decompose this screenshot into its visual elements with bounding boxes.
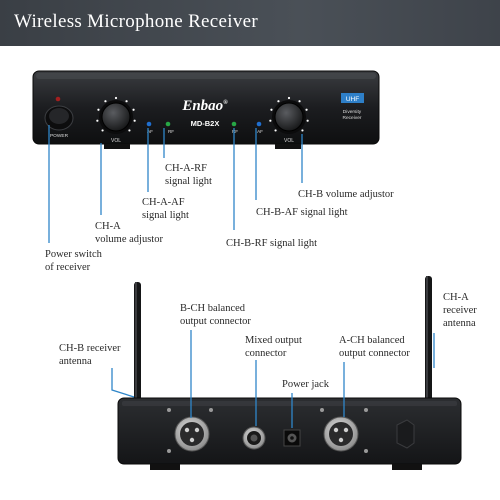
- callout-text: CH-B receiver: [59, 343, 121, 354]
- knob-tick: [114, 96, 118, 100]
- knob-tick: [133, 119, 136, 122]
- knob-tick: [128, 129, 131, 132]
- callout-text: CH-A: [443, 292, 469, 303]
- chb-volume-knob[interactable]: [269, 96, 309, 134]
- knob-tick: [96, 119, 99, 122]
- knob-tick: [298, 100, 301, 103]
- bch-xlr-connector[interactable]: [174, 416, 210, 452]
- page-title: Wireless Microphone Receiver: [14, 11, 258, 32]
- callout-text: CH-A: [95, 221, 121, 232]
- callout-text: antenna: [443, 318, 476, 329]
- rf-right-label: RF: [232, 129, 238, 134]
- front-panel: POWER VOL AF RF Enbao® MD-B2X RF AF VOL …: [32, 70, 380, 149]
- diversity-line1: Diversity: [343, 109, 362, 115]
- power-led-icon: [55, 96, 61, 102]
- front-leader-lines: [48, 125, 303, 243]
- callout-mixed-output: Mixed output connector: [245, 334, 302, 360]
- callout-bch-output: B-CH balanced output connector: [180, 302, 251, 328]
- callout-text: Power switch: [45, 249, 102, 260]
- uhf-badge: [341, 93, 364, 103]
- chb-af-light-icon: [256, 121, 262, 127]
- callout-text: A-CH balanced: [339, 335, 405, 346]
- callout-text: signal light: [142, 210, 189, 221]
- vol-left-label: VOL: [111, 138, 121, 144]
- uhf-badge-text: UHF: [346, 96, 359, 103]
- callout-ach-output: A-CH balanced output connector: [339, 334, 410, 360]
- knob-tick: [274, 129, 277, 132]
- callout-text: volume adjustor: [95, 234, 163, 245]
- power-label: POWER: [50, 133, 69, 139]
- callout-chb-rf: CH-B-RF signal light: [226, 237, 317, 250]
- knob-tick: [97, 108, 100, 111]
- knob-tick: [269, 119, 272, 122]
- callout-text: receiver: [443, 305, 477, 316]
- callout-text: B-CH balanced: [180, 303, 246, 314]
- knob-tick: [301, 129, 304, 132]
- callout-power-jack: Power jack: [282, 378, 329, 391]
- callout-cha-rf: CH-A-RF signal light: [165, 162, 212, 188]
- callout-text: CH-A-RF: [165, 163, 208, 174]
- callout-cha-volume: CH-A volume adjustor: [95, 220, 163, 246]
- callout-cha-antenna: CH-A receiver antenna: [443, 291, 477, 330]
- callout-text: CH-A-AF: [142, 197, 185, 208]
- knob-tick: [125, 100, 128, 103]
- callout-text: CH-B volume adjustor: [298, 189, 394, 200]
- af-left-label: AF: [147, 129, 153, 134]
- callout-text: output connector: [339, 348, 410, 359]
- model-label: MD-B2X: [191, 119, 220, 128]
- rf-left-label: RF: [168, 129, 174, 134]
- cha-af-light-icon: [146, 121, 152, 127]
- cha-volume-knob[interactable]: [96, 96, 136, 134]
- callout-cha-af: CH-A-AF signal light: [142, 196, 189, 222]
- back-leader-lines: [111, 330, 435, 428]
- callout-text: output connector: [180, 316, 251, 327]
- knob-tick: [277, 100, 280, 103]
- callout-power-switch: Power switch of receiver: [45, 248, 102, 274]
- power-jack[interactable]: [283, 429, 301, 447]
- knob-tick: [270, 108, 273, 111]
- back-panel: [117, 276, 462, 470]
- callout-text: Mixed output: [245, 335, 302, 346]
- ach-xlr-connector[interactable]: [323, 416, 359, 452]
- vol-right-label: VOL: [284, 138, 294, 144]
- cable-clip: [396, 419, 415, 449]
- callout-text: Power jack: [282, 379, 329, 390]
- callout-text: connector: [245, 348, 287, 359]
- knob-tick: [104, 100, 107, 103]
- knob-tick: [287, 96, 291, 100]
- knob-tick: [132, 108, 135, 111]
- callout-text: antenna: [59, 356, 92, 367]
- mixed-output-jack[interactable]: [242, 426, 266, 450]
- callout-text: CH-B-AF signal light: [256, 207, 348, 218]
- title-bar: Wireless Microphone Receiver: [0, 0, 500, 46]
- brand-logo: Enbao®: [181, 98, 228, 114]
- callout-text: signal light: [165, 176, 212, 187]
- callout-chb-antenna: CH-B receiver antenna: [59, 342, 121, 368]
- chb-rf-light-icon: [231, 121, 237, 127]
- cha-rf-light-icon: [165, 121, 171, 127]
- callout-text: CH-B-RF signal light: [226, 238, 318, 249]
- af-right-label: AF: [257, 129, 263, 134]
- knob-tick: [101, 129, 104, 132]
- callout-chb-volume: CH-B volume adjustor: [298, 188, 394, 201]
- callout-chb-af: CH-B-AF signal light: [256, 206, 348, 219]
- diversity-line2: Receiver: [343, 115, 362, 121]
- knob-tick: [305, 108, 308, 111]
- callout-text: of receiver: [45, 262, 91, 273]
- knob-tick: [306, 119, 309, 122]
